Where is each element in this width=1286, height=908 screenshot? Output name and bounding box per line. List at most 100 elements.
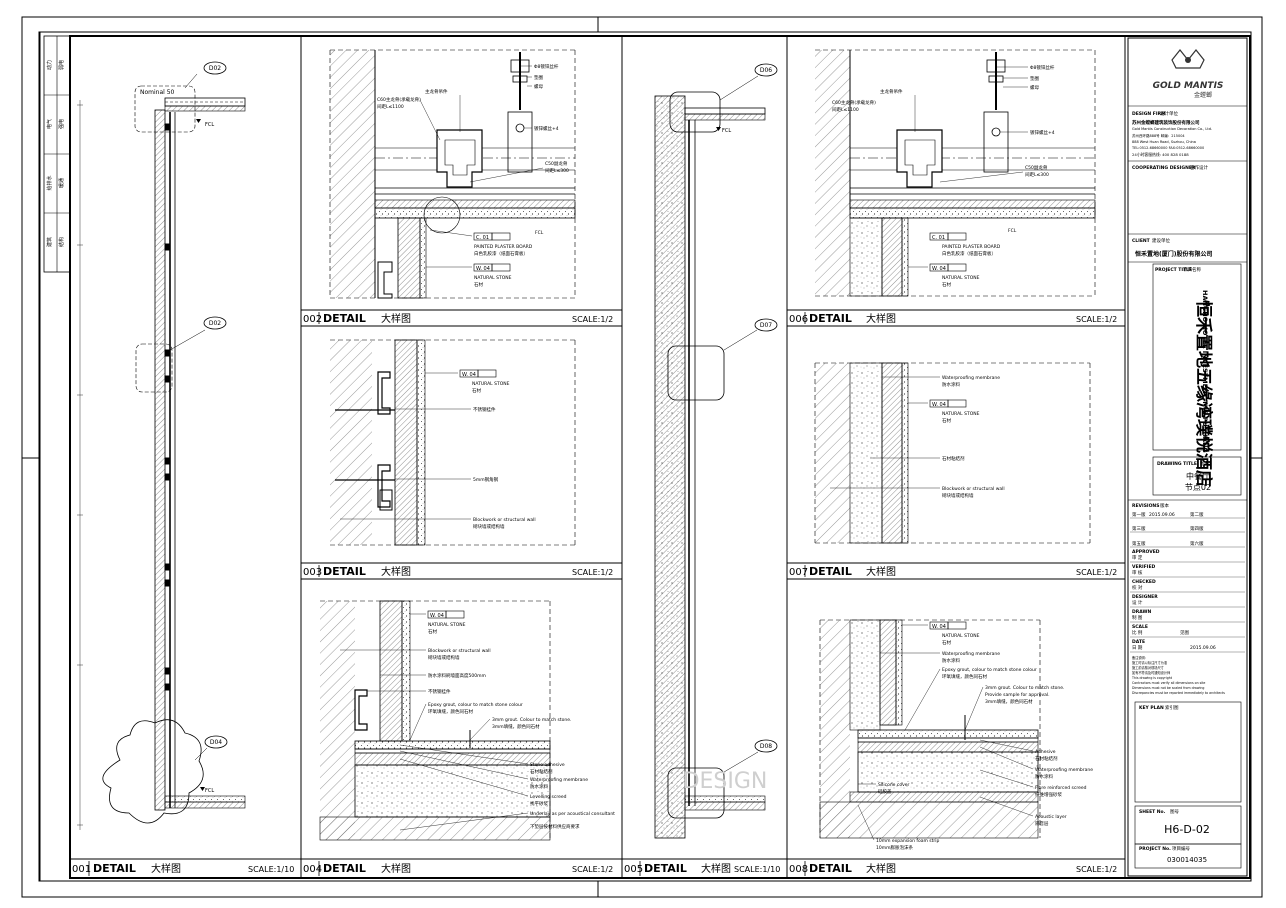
watermark: DESIGN (683, 769, 768, 794)
d03-label: 5mm钢角钢 (473, 476, 499, 483)
callout-d06: D06 (760, 67, 772, 74)
d04-label: 不锈钢挂件 (428, 688, 451, 695)
sheet-no-label: SHEET No. (1139, 809, 1166, 815)
d03-label: 砌块墙或结构墙 (473, 523, 505, 530)
d04-label: 下垫层按材料供应商要求 (530, 823, 580, 830)
detail-d07: Waterproofing membrane 防水涂料 W. 04 NATURA… (814, 362, 1091, 544)
d04-label: Epoxy grout, colour to match stone colou… (428, 702, 523, 708)
firm-en: Gold Mantis Construction Decoration Co.,… (1132, 127, 1212, 131)
d07-label: Blockwork or structural wall (942, 486, 1005, 492)
d04-label: Stone adhesive (530, 762, 565, 768)
panel-scale: SCALE:1/10 (248, 865, 294, 874)
detail-d08: W. 04 NATURAL STONE 石材 Waterproofing mem… (819, 619, 1093, 851)
d03-label: NATURAL STONE (472, 381, 510, 387)
d02-tag: W. 04 (476, 266, 490, 272)
panel-title-cn: 大样图 (866, 862, 896, 875)
d02-label: C60主龙骨(承载龙骨) (377, 96, 421, 103)
project-title-en: HANGHO HOTEL INVESTMENT THE PUSHANG (1201, 290, 1209, 453)
d02-label: 镀锌螺丝+4 (534, 125, 559, 132)
approved-cn: 审 定 (1132, 554, 1143, 561)
date-label: DATE (1132, 639, 1145, 645)
panel-scale: SCALE:1/10 (734, 865, 780, 874)
d08-label: 石材粘结剂 (1035, 755, 1058, 762)
d08-label: 10mm膨胀泡沫条 (876, 844, 913, 851)
revision-cell: 第六版 (1190, 540, 1204, 547)
d06-label: 间距L≤300 (1025, 171, 1049, 178)
d02-label: PAINTED PLASTER BOARD (474, 244, 533, 250)
note-line: 如有不符请及时通知设计师 (1132, 670, 1171, 675)
panel-scale: SCALE:1/2 (572, 568, 613, 577)
d08-label: 防水涂料 (942, 657, 960, 664)
drawing-title-2: 节点02 (1185, 483, 1211, 492)
drawn-cn: 制 图 (1132, 614, 1143, 621)
d07-label: 砌块墙或结构墙 (942, 492, 974, 499)
d07-label: NATURAL STONE (942, 411, 980, 417)
d06-label: 间距L≤1100 (832, 106, 859, 113)
d08-label: 3mm grout. Colour to match stone. (985, 685, 1064, 691)
panel-title-cn: 大样图 (866, 312, 896, 325)
d04-label: Underlay as per acoustical consultant (530, 811, 615, 817)
d08-label: 硅胶盖 (878, 788, 892, 795)
callout-d07: D07 (760, 322, 772, 329)
d06-tag: C. 01 (932, 235, 945, 241)
project-no-cn: 项目编号 (1172, 845, 1190, 852)
d06-label: 石材 (942, 281, 951, 288)
d08-label: 防水涂料 (1035, 773, 1053, 780)
title-block: GOLD MANTIS 金螳螂 DESIGN FIRM 设计单位 苏州金螳螂建筑… (1127, 37, 1248, 877)
panel-title: DETAIL (809, 565, 852, 578)
designer-cn: 设 计 (1132, 599, 1143, 606)
d06-tag: W. 04 (932, 266, 946, 272)
d08-label: 石材 (942, 639, 951, 646)
project-no-label: PROJECT No. (1139, 846, 1171, 852)
scale-value: 见图 (1180, 630, 1189, 636)
revisions-label: REVISIONS (1132, 503, 1159, 509)
date-value: 2015.09.06 (1190, 645, 1216, 651)
d04-tag: W. 04 (430, 613, 444, 619)
logo-cn: 金螳螂 (1194, 91, 1212, 99)
revision-cell: 第四版 (1190, 525, 1204, 532)
firm-addr: 苏州西环路888号 邮编：215004 (1132, 133, 1185, 138)
panel-grid (70, 36, 1126, 878)
project-number: 030014035 (1167, 856, 1207, 864)
firm-tel: TEL:0512-68660000 FAX:0512-68660000 (1131, 146, 1204, 150)
d06-label: 螺母 (1030, 84, 1039, 91)
note-line: Discrepancies must be reported immediate… (1132, 691, 1225, 695)
strip-label: 建筑 (46, 237, 53, 247)
firm-addr: 888 West Huan Road, Suzhou, China (1132, 140, 1196, 144)
revision-cell: 第二版 (1190, 511, 1204, 518)
d08-label: Acoustic layer (1035, 814, 1067, 820)
panel-title: DETAIL (809, 312, 852, 325)
designer-label: DESIGNER (1132, 594, 1158, 600)
d04-label: 防水涂料 (530, 783, 548, 790)
detail-d06: Φ8镀锌丝杆 垫圈 螺母 镀锌螺丝+4 主龙骨吊件 C60主龙骨(承载龙骨) 间… (815, 49, 1096, 297)
d06-label: C50副龙骨 (1025, 164, 1048, 171)
d04-label: 找平砂浆 (530, 800, 548, 807)
design-firm-cn: 设计单位 (1160, 110, 1178, 117)
d02-label: FCL (535, 230, 544, 236)
note-line: Contractors must verify all dimensions o… (1132, 681, 1205, 685)
callout-d02: D02 (209, 320, 221, 327)
panel-title: DETAIL (323, 862, 366, 875)
d03-label: 石材 (472, 387, 481, 394)
scale-cn: 比 例 (1132, 629, 1143, 636)
checked-cn: 校 对 (1132, 584, 1143, 591)
fcl-label: FCL (205, 122, 214, 128)
note-line: 备注说明： (1132, 655, 1148, 660)
d08-label: Waterproofing membrane (942, 651, 1000, 657)
d08-label: 10mm expansion foam strip (876, 838, 939, 844)
revision-cell: 第三版 (1132, 525, 1146, 532)
d04-label: Levelling screed (530, 794, 567, 800)
detail-d03: W. 04 NATURAL STONE 石材 不锈钢挂件 5mm钢角钢 Bloc… (330, 339, 576, 546)
d04-label: 石材 (428, 628, 437, 635)
d03-label: Blockwork or structural wall (473, 517, 536, 523)
panel-title-cn: 大样图 (866, 565, 896, 578)
d08-label: Adhesive (1035, 749, 1056, 755)
drawing-title-cn-label: 图名 (1200, 460, 1209, 467)
panel-scale: SCALE:1/2 (1076, 568, 1117, 577)
key-plan-cn: 索引图 (1165, 704, 1179, 711)
sheet-no-cn: 图号 (1170, 809, 1179, 815)
note-line: 施工时请以标注尺寸为准 (1132, 660, 1168, 665)
d02-tag: C. 01 (476, 235, 489, 241)
d04-label: Waterproofing membrane (530, 777, 588, 783)
panel-scale: SCALE:1/2 (572, 315, 613, 324)
